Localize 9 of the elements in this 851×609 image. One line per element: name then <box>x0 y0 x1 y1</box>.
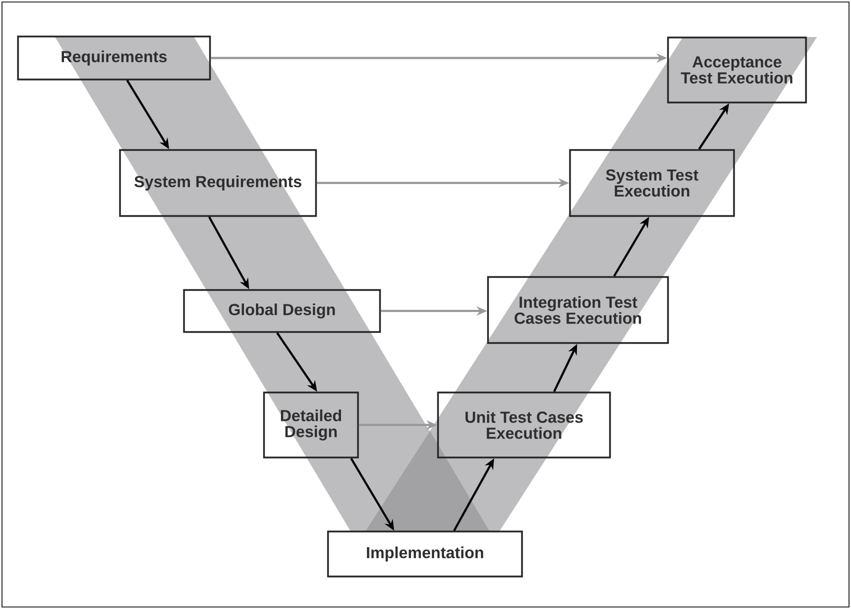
process-box: Global Design <box>183 289 381 333</box>
process-box: System Test Execution <box>569 149 735 217</box>
process-box: Requirements <box>17 36 211 80</box>
process-box: Integration Test Cases Execution <box>487 276 669 344</box>
process-box: Implementation <box>327 530 523 578</box>
process-box: Detailed Design <box>263 392 359 458</box>
process-box: Acceptance Test Execution <box>667 36 807 104</box>
process-box: Unit Test Cases Execution <box>437 392 611 458</box>
process-box: System Requirements <box>119 149 317 217</box>
